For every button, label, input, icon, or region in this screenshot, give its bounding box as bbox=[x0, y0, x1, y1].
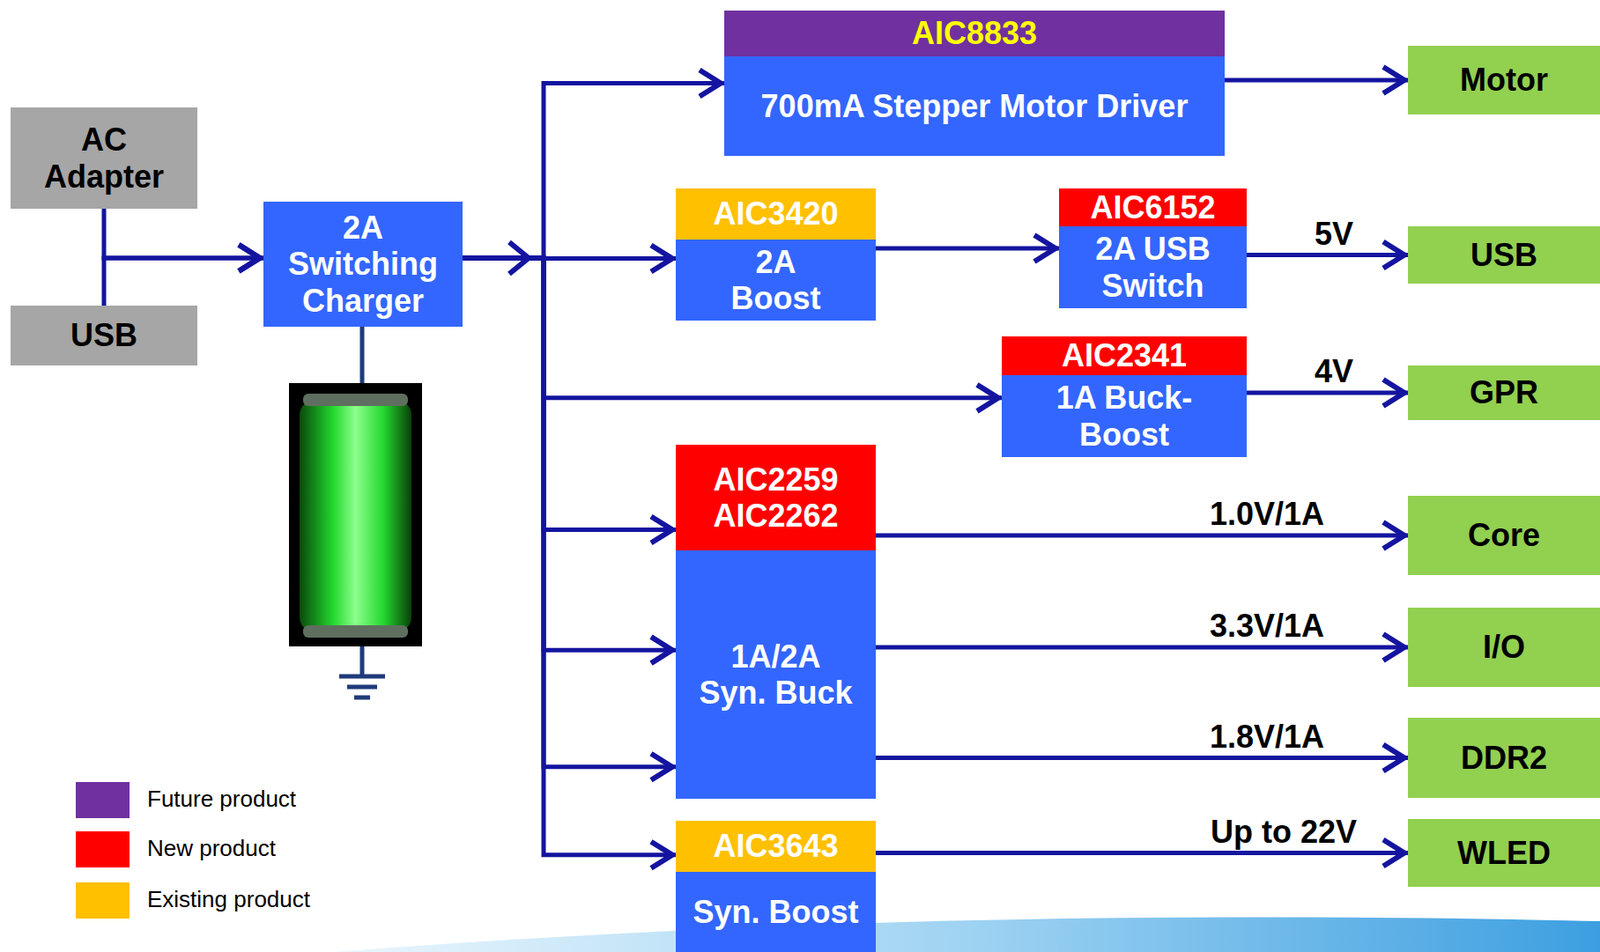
power-connector bbox=[462, 258, 676, 768]
block-body: WLED bbox=[1407, 819, 1600, 888]
power-connector bbox=[103, 258, 264, 306]
ground-symbol bbox=[354, 696, 371, 701]
block-body: Core bbox=[1407, 496, 1600, 576]
block-label: 700mA Stepper Motor Driver bbox=[761, 88, 1189, 125]
chip-block: AIC6152 2A USB Switch bbox=[1059, 188, 1247, 309]
block-label: WLED bbox=[1457, 835, 1551, 872]
battery-cap bbox=[303, 625, 408, 638]
chip-band: AIC2341 bbox=[1001, 336, 1247, 376]
chip-part-number: AIC3643 bbox=[712, 828, 838, 865]
power-connector bbox=[462, 258, 676, 531]
chip-block: AIC2259 AIC2262 1A/2A Syn. Buck bbox=[675, 444, 876, 800]
block-label: 1A Buck-Boost bbox=[1022, 379, 1227, 453]
legend-swatch bbox=[75, 782, 130, 819]
voltage-label: 1.0V/1A bbox=[1209, 496, 1325, 533]
power-connector bbox=[103, 208, 264, 259]
block-label: Core bbox=[1467, 517, 1541, 554]
load-box: GPR bbox=[1407, 365, 1600, 421]
power-connector bbox=[875, 246, 1060, 252]
block-body: AC Adapter bbox=[10, 107, 198, 209]
block-label: DDR2 bbox=[1460, 740, 1548, 777]
legend-swatch bbox=[75, 882, 130, 919]
chip-band: AIC6152 bbox=[1059, 188, 1247, 227]
ground-symbol bbox=[339, 674, 386, 680]
ground-symbol bbox=[347, 685, 378, 690]
chip-block: AIC3420 2A Boost bbox=[675, 188, 876, 321]
voltage-label: 4V bbox=[1314, 354, 1354, 390]
block-body: USB bbox=[10, 305, 198, 366]
power-source-box: AC Adapter bbox=[10, 107, 198, 209]
block-body: 1A Buck-Boost bbox=[1001, 375, 1247, 458]
block-label: I/O bbox=[1482, 629, 1526, 666]
battery-wire bbox=[360, 326, 365, 384]
power-connector bbox=[875, 755, 1408, 761]
chip-part-number: AIC2259 AIC2262 bbox=[681, 461, 871, 535]
chip-band: AIC2259 AIC2262 bbox=[675, 444, 876, 551]
block-body: 1A/2A Syn. Buck bbox=[675, 550, 876, 800]
load-box: WLED bbox=[1407, 819, 1600, 888]
block-label: 1A/2A Syn. Buck bbox=[682, 638, 869, 712]
block-body: Syn. Boost bbox=[675, 872, 876, 952]
voltage-label: 5V bbox=[1314, 216, 1354, 252]
chip-part-number: AIC6152 bbox=[1089, 189, 1215, 226]
chip-part-number: AIC3420 bbox=[712, 195, 838, 232]
power-connector bbox=[1246, 252, 1408, 258]
power-connector bbox=[462, 258, 676, 856]
block-body: GPR bbox=[1407, 365, 1600, 421]
voltage-label: Up to 22V bbox=[1210, 814, 1357, 851]
chip-block: AIC3643Syn. Boost bbox=[675, 821, 876, 952]
chip-block: AIC2341 1A Buck-Boost bbox=[1001, 336, 1247, 458]
voltage-label: 3.3V/1A bbox=[1209, 608, 1325, 645]
block-label: AC Adapter bbox=[29, 121, 179, 195]
block-body: 2A USB Switch bbox=[1059, 226, 1247, 309]
load-box: I/O bbox=[1407, 607, 1600, 688]
legend-text: Future product bbox=[147, 786, 297, 814]
block-body: Motor bbox=[1407, 45, 1600, 115]
block-body: 2A Boost bbox=[675, 239, 876, 321]
chip-block: AIC8833 700mA Stepper Motor Driver bbox=[724, 10, 1225, 156]
power-connector bbox=[462, 258, 676, 651]
block-label: 2A Switching Charger bbox=[270, 209, 456, 319]
power-connector bbox=[875, 645, 1408, 651]
chip-part-number: AIC8833 bbox=[911, 14, 1038, 52]
block-body: USB bbox=[1407, 226, 1600, 284]
ground-wire bbox=[360, 646, 365, 677]
battery-frame bbox=[288, 383, 423, 647]
load-box: DDR2 bbox=[1407, 718, 1600, 799]
block-body: 700mA Stepper Motor Driver bbox=[724, 56, 1225, 156]
charger-box: 2A Switching Charger bbox=[263, 201, 463, 327]
power-connector bbox=[875, 851, 1408, 856]
load-box: Motor bbox=[1407, 45, 1600, 115]
battery-cell bbox=[299, 400, 412, 632]
chip-band: AIC3420 bbox=[675, 188, 876, 240]
chip-band: AIC8833 bbox=[724, 10, 1225, 57]
load-box: Core bbox=[1407, 496, 1600, 576]
chip-part-number: AIC2341 bbox=[1061, 337, 1187, 374]
block-body: 2A Switching Charger bbox=[263, 201, 463, 327]
power-source-box: USB bbox=[10, 305, 198, 366]
decorative-swoosh bbox=[334, 917, 1600, 952]
block-body: I/O bbox=[1407, 607, 1600, 688]
legend-swatch bbox=[75, 831, 130, 868]
block-label: 2A Boost bbox=[718, 244, 834, 318]
power-connector bbox=[875, 533, 1408, 539]
power-connector bbox=[1246, 391, 1408, 396]
power-connector bbox=[1224, 78, 1408, 83]
block-label: USB bbox=[1470, 237, 1538, 274]
legend-text: Existing product bbox=[147, 887, 311, 914]
legend-text: New product bbox=[147, 836, 276, 863]
block-label: Motor bbox=[1459, 61, 1549, 98]
chip-band: AIC3643 bbox=[675, 821, 876, 873]
block-label: USB bbox=[70, 317, 138, 354]
block-label: 2A USB Switch bbox=[1066, 230, 1240, 304]
battery-cap bbox=[303, 393, 408, 407]
block-label: Syn. Boost bbox=[692, 894, 859, 931]
block-label: GPR bbox=[1469, 374, 1539, 411]
load-box: USB bbox=[1407, 226, 1600, 284]
voltage-label: 1.8V/1A bbox=[1209, 719, 1325, 756]
block-body: DDR2 bbox=[1407, 718, 1600, 799]
